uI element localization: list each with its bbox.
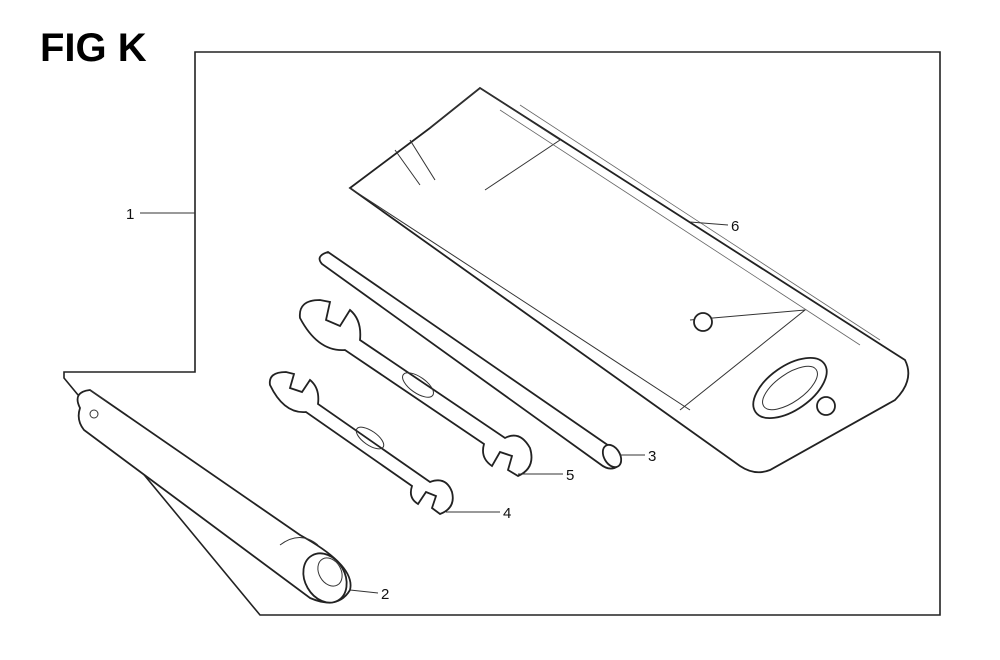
tool-bag — [348, 86, 910, 474]
extension-bar — [318, 251, 623, 470]
callout-5: 5 — [566, 467, 574, 484]
callout-1: 1 — [126, 206, 134, 223]
callout-6: 6 — [731, 218, 739, 235]
leader-6 — [689, 221, 729, 226]
spark-plug-wrench — [76, 389, 352, 604]
wrench-large — [298, 299, 533, 478]
callout-4: 4 — [503, 505, 511, 522]
callout-2: 2 — [381, 586, 389, 603]
callout-3: 3 — [648, 448, 656, 465]
leader-2 — [349, 589, 379, 594]
assembly-boundary — [63, 51, 941, 616]
wrench-small — [268, 371, 454, 516]
figure-title: FIG K — [40, 26, 147, 70]
